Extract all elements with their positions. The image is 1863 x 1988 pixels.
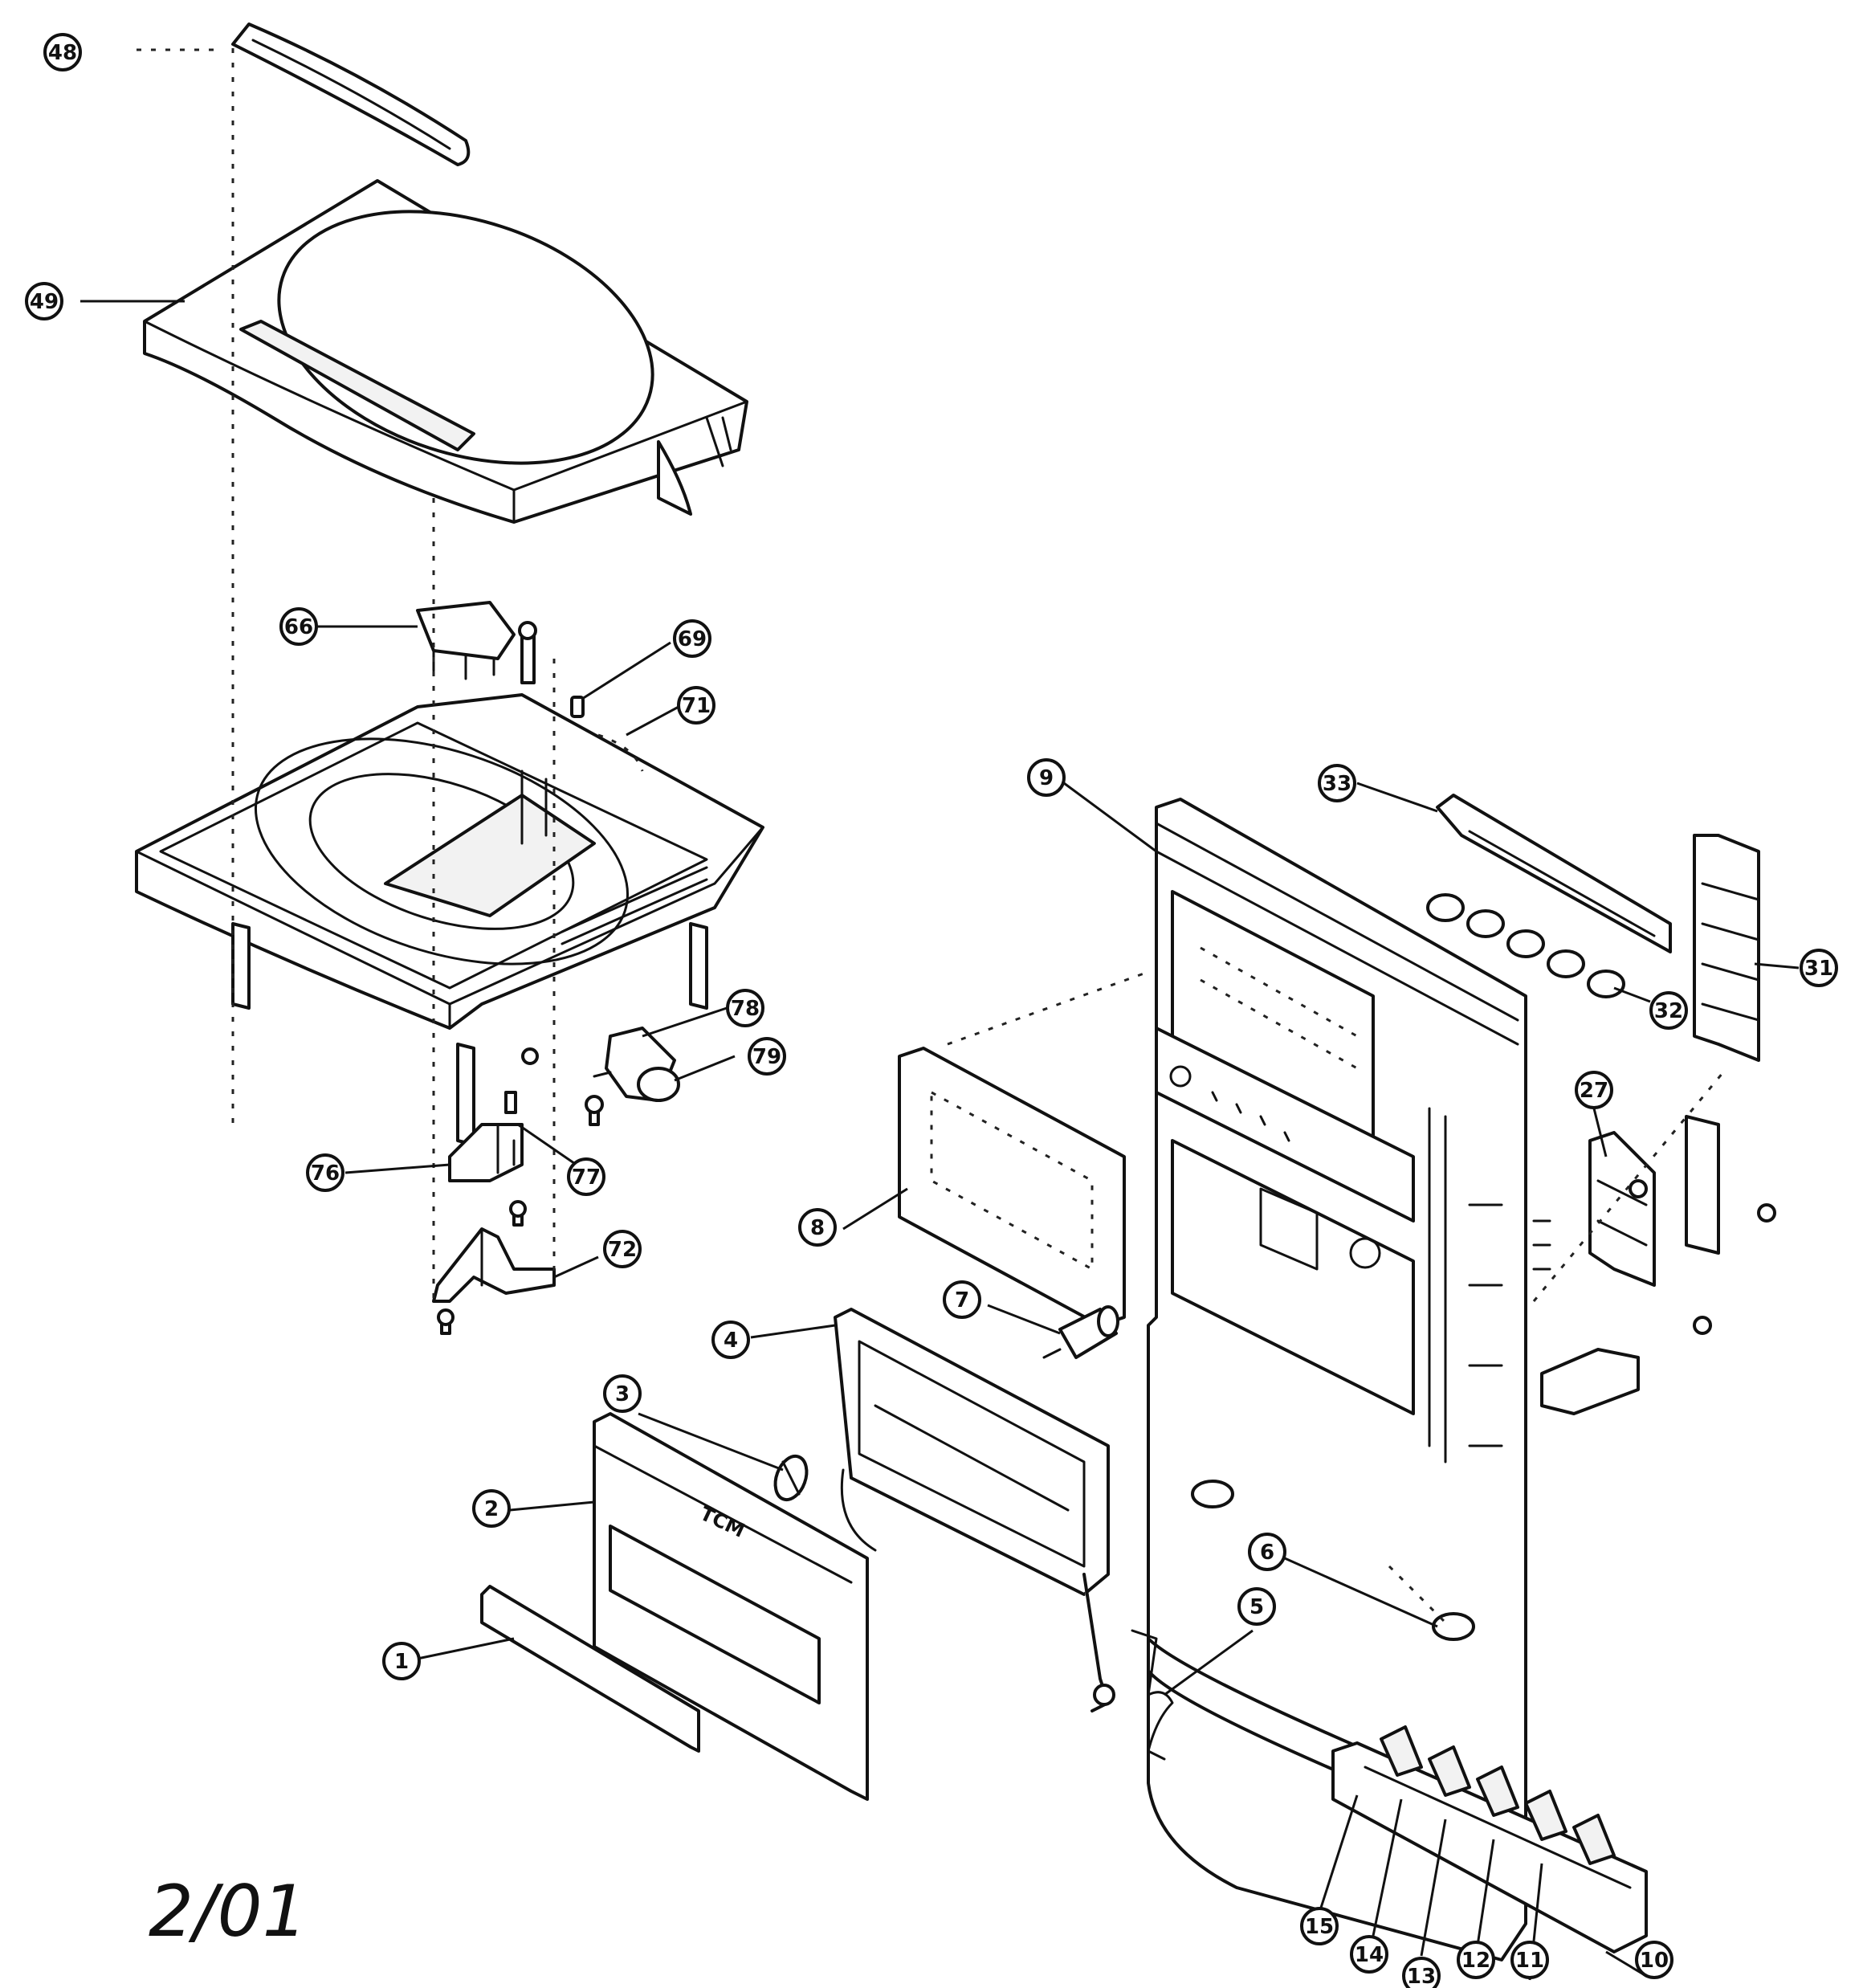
svg-text:66: 66 [284, 615, 313, 639]
svg-text:33: 33 [1323, 772, 1351, 796]
svg-text:49: 49 [30, 290, 59, 314]
callout-27: 27 [1575, 1071, 1613, 1109]
callout-49: 49 [25, 282, 63, 320]
switch-bracket-27-part [1532, 1115, 1720, 1415]
svg-text:3: 3 [615, 1382, 630, 1406]
svg-text:31: 31 [1804, 957, 1833, 981]
key-block-part [1331, 1725, 1648, 1953]
callout-33: 33 [1318, 764, 1356, 802]
svg-text:6: 6 [1260, 1541, 1274, 1565]
callout-8: 8 [798, 1208, 837, 1247]
button-strip-33-part [1436, 794, 1672, 953]
svg-text:14: 14 [1355, 1943, 1384, 1967]
svg-text:11: 11 [1515, 1949, 1544, 1973]
svg-text:27: 27 [1580, 1079, 1608, 1103]
svg-text:2: 2 [484, 1497, 499, 1521]
svg-text:4: 4 [724, 1329, 738, 1353]
small-parts-69-71 [570, 696, 644, 772]
spring-3-part [773, 1454, 809, 1502]
bracket-76-part [448, 1123, 524, 1182]
callout-14: 14 [1350, 1935, 1388, 1974]
callout-9: 9 [1027, 758, 1066, 797]
spring-5-part [1131, 1629, 1174, 1761]
date-stamp: 2/01 [149, 1870, 308, 1953]
svg-text:12: 12 [1461, 1949, 1490, 1973]
callout-13: 13 [1402, 1957, 1441, 1988]
alignment-lines [137, 48, 1728, 1624]
svg-text:72: 72 [608, 1238, 637, 1262]
callout-12: 12 [1457, 1941, 1495, 1979]
bracket-66-part [416, 601, 537, 684]
callout-5: 5 [1237, 1587, 1276, 1626]
callout-4: 4 [711, 1321, 750, 1359]
lid-cover-part [143, 179, 748, 524]
svg-text:13: 13 [1407, 1965, 1436, 1988]
callout-15: 15 [1300, 1907, 1339, 1945]
leader-lines [80, 300, 1800, 1981]
side-screws [1629, 1179, 1776, 1335]
door-2-part: TCM [593, 1412, 869, 1801]
trim-strip-1-part [480, 1585, 700, 1753]
callout-3: 3 [603, 1374, 642, 1413]
svg-text:77: 77 [572, 1165, 601, 1190]
callout-31: 31 [1800, 949, 1838, 987]
callout-32: 32 [1649, 991, 1688, 1030]
callout-76: 76 [306, 1153, 344, 1192]
svg-text:32: 32 [1654, 999, 1683, 1023]
svg-text:10: 10 [1640, 1949, 1669, 1973]
bracket-72-part [432, 1227, 556, 1303]
knob-row-32-part [1426, 893, 1625, 998]
callout-72: 72 [603, 1230, 642, 1268]
callout-10: 10 [1635, 1941, 1673, 1979]
callout-11: 11 [1510, 1941, 1549, 1979]
lid-handle-part [231, 22, 471, 166]
callout-71: 71 [677, 686, 715, 725]
callout-6: 6 [1248, 1533, 1286, 1571]
motor-78-79-part [593, 1027, 680, 1102]
callout-77: 77 [567, 1157, 605, 1196]
svg-text:78: 78 [731, 997, 760, 1021]
callout-7: 7 [943, 1280, 981, 1319]
svg-text:9: 9 [1039, 766, 1054, 790]
svg-text:15: 15 [1305, 1915, 1334, 1939]
callout-1: 1 [382, 1642, 421, 1680]
cylinder-7-part [1042, 1305, 1119, 1359]
side-button-block-31-part [1693, 834, 1760, 1062]
callout-79: 79 [748, 1037, 786, 1076]
svg-text:8: 8 [810, 1216, 825, 1240]
callout-78: 78 [726, 989, 764, 1027]
cassette-frame-4-part [834, 1308, 1115, 1712]
callout-2: 2 [472, 1489, 511, 1528]
svg-text:5: 5 [1249, 1595, 1264, 1619]
svg-text:71: 71 [682, 694, 711, 718]
svg-text:48: 48 [48, 41, 77, 65]
svg-text:69: 69 [678, 627, 707, 651]
svg-text:76: 76 [311, 1161, 340, 1186]
svg-text:1: 1 [394, 1650, 409, 1674]
window-8-part [898, 1047, 1126, 1327]
svg-text:79: 79 [752, 1045, 781, 1069]
callout-48: 48 [43, 33, 82, 71]
callout-69: 69 [673, 619, 711, 658]
front-panel-part [1147, 798, 1527, 1961]
screw-parts [437, 1047, 604, 1335]
callout-66: 66 [279, 607, 318, 646]
svg-text:7: 7 [955, 1288, 969, 1312]
